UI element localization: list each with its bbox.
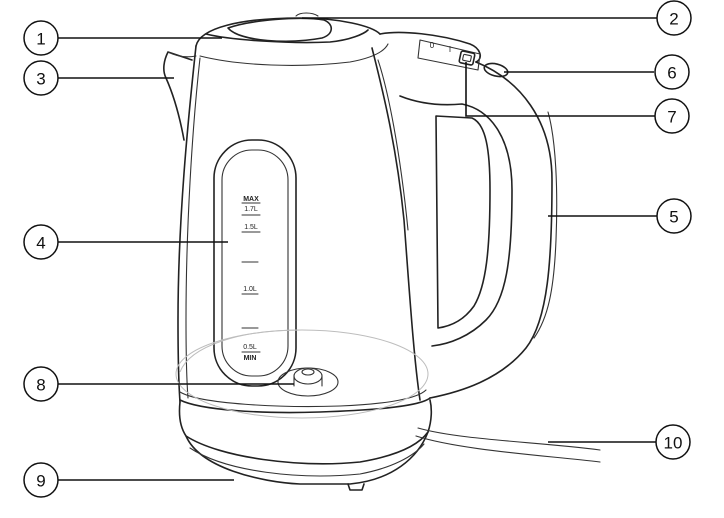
base-connector [175, 329, 429, 419]
power-base [178, 399, 433, 491]
max-label: MAX [243, 196, 259, 203]
max-volume: 1.7L [244, 206, 258, 213]
switch-off-label: 0 [430, 41, 435, 50]
mark-1-0: 1.0L [243, 286, 257, 293]
callout-8: 8 [23, 366, 59, 402]
callout-4: 4 [23, 224, 59, 260]
water-level-window: MAX 1.7L 1.5L 1.0L 0.5L MIN [213, 139, 297, 387]
callout-10: 10 [655, 424, 691, 460]
callout-3: 3 [23, 60, 59, 96]
min-volume: 0.5L [243, 344, 257, 351]
switch-on-label: I [449, 45, 451, 54]
callout-1: 1 [23, 20, 59, 56]
mark-1-5: 1.5L [244, 224, 258, 231]
callout-4-number: 4 [36, 234, 45, 253]
callout-9: 9 [23, 462, 59, 498]
callout-6-number: 6 [667, 64, 676, 83]
power-cord [415, 427, 601, 463]
callout-10-number: 10 [664, 434, 683, 453]
callout-7-number: 7 [667, 108, 676, 127]
lid-release-button [483, 62, 509, 78]
callout-1-number: 1 [36, 30, 45, 49]
callout-9-number: 9 [36, 472, 45, 491]
kettle-body [163, 12, 482, 414]
callout-5: 5 [656, 198, 692, 234]
callout-5-number: 5 [669, 208, 678, 227]
callout-2: 2 [656, 0, 692, 36]
callout-8-number: 8 [36, 376, 45, 395]
handle [399, 61, 558, 399]
callout-3-number: 3 [36, 70, 45, 89]
callout-7: 7 [654, 98, 690, 134]
callout-6: 6 [654, 54, 690, 90]
leader-7 [465, 62, 656, 117]
on-off-switch: 0 I [417, 39, 481, 71]
min-label: MIN [244, 355, 257, 362]
callout-2-number: 2 [669, 10, 678, 29]
